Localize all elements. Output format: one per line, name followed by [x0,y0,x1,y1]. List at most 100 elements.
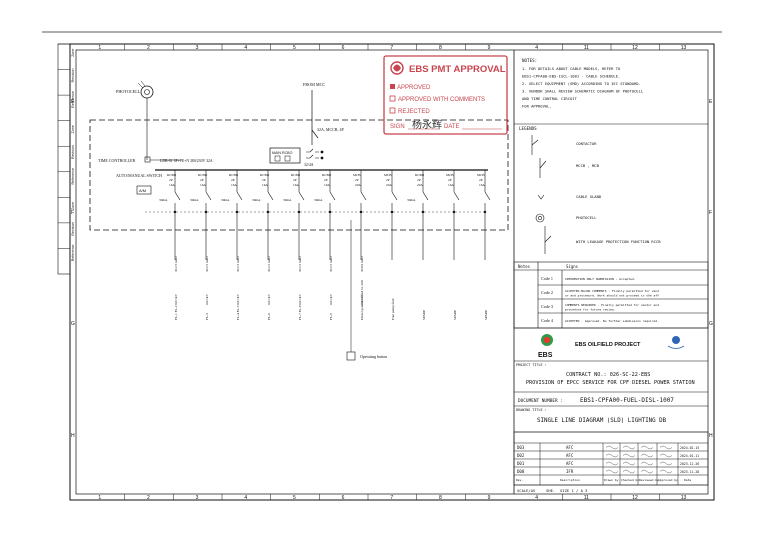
revision-number: D02 [517,453,525,458]
revision-strip-label: Reference [71,91,75,108]
code-description: COMMENTS REQUIRED - Finally permitted fo… [565,303,659,307]
revision-strip: ZoneRevisionReferenceZoneRevisionReferen… [57,43,75,275]
breaker-rating: 16A [448,183,454,187]
operating-button-label: Operating button [360,354,387,359]
breaker-rating: 16A [293,183,299,187]
revision-number: D00 [517,469,525,474]
breaker-rcd: 30mA [252,198,261,202]
breaker-poles: 2P [448,178,452,182]
contactor-spec: LDB-01 3P+PE+N 380/230V 32A [160,159,213,163]
sheet-size: SIZE 1 / A 3 [560,488,587,493]
auto-manual-label: AUTO/MANUAL SWITCH [116,173,162,178]
note-line: 1. FOR DETAILS ABOUT CABLE MODELS, REFER… [522,66,621,71]
col-number-top: 1 [98,45,101,51]
breaker-rating: 16A [200,183,206,187]
cable-size: 3C2.5 mm2 [236,256,240,272]
revision-header-cell: Date [684,478,691,482]
code-description: INFORMATION ONLY SUBMISSION - Accepted. [565,277,636,281]
revision-header-cell: Description [560,478,580,482]
col-number-top: 11 [584,45,589,51]
breaker-type: RCBO [260,173,270,177]
note-line: FOR APPROVAL. [522,104,552,109]
breaker-rating: 20A [386,183,392,187]
legend-item: WITH LEAKAGE PROTECTION FUNCTION RCCB [576,239,661,244]
scale-label: SCALE/AS [517,488,536,493]
svg-text:DOCUMENT NUMBER :: DOCUMENT NUMBER : [518,398,563,404]
provision-text: PROVISION OF EPCC SERVICE FOR CPF DIESEL… [526,380,695,386]
source-label: FROM MCC [303,82,325,87]
col-number-top: 4 [244,45,247,51]
cable-size: 3C2.5 mm2 [298,256,302,272]
circuit-name: FL-3 [205,313,209,320]
revision-description: IFR [566,469,574,474]
revision-strip-label: Revision [71,145,75,159]
circuit-name: SPARE [453,310,457,320]
am-box: A/M [139,188,146,193]
ebs-logo: EBS [538,334,553,359]
col-number-top: 13 [681,45,687,51]
outer-frame [69,43,715,501]
col-number-bottom: 4 [535,495,538,501]
revision-strip-label: Zone [71,202,75,210]
col-number-top: 6 [342,45,345,51]
breaker-poles: 2P [355,178,359,182]
code-label: Code 4 [541,318,554,323]
row-letter-right: H [709,433,713,439]
col-number-top: 3 [196,45,199,51]
svg-text:NOTES:: NOTES: [522,58,537,63]
col-number-bottom: 9 [488,495,491,501]
circuit-name: SPARE [484,310,488,320]
note-line: 3. VENDOR SHALL REVIEW SCHEMATIC DIAGRAM… [522,89,644,94]
breaker-rating: 20A [355,183,361,187]
breaker-rcd: 30mA [221,198,230,202]
revision-header-cell: Rev. [516,478,523,482]
cable-type: 0.6/1kV [298,293,302,305]
sheet-label: SHE. [546,488,555,493]
legend-symbols [531,135,552,254]
breaker-rcd: 30mA [159,198,168,202]
col-number-bottom: 11 [584,495,589,501]
col-number-top: 12 [632,45,638,51]
row-letter-left: H [71,433,75,439]
col-number-top: 2 [147,45,150,51]
col-number-bottom: 7 [390,495,393,501]
code-label: Code 1 [541,276,553,281]
breaker-rcd: 30mA [283,198,292,202]
drawing-title: SINGLE LINE DIAGRAM (SLD) LIGHTING DB [537,418,667,424]
breaker-rating: 16A [479,183,485,187]
breaker-poles: 2P [169,178,173,182]
cable-size: 3C2.5 mm2 [329,256,333,272]
stamp-date: DATE [444,124,460,130]
document-number: EBS1-CPFA00-FUEL-DISL-1007 [580,397,674,404]
photocell-label: PHOTOCELL [116,89,141,94]
revision-date: 2023-11-28 [680,470,699,474]
revision-date: 2024-02-15 [680,446,699,450]
revision-description: AFC [566,445,574,450]
codes-header-notes: Notes [518,264,531,269]
circuit-name: Diesel generator feed S1-200 [360,280,364,320]
cable-type: 0.6/1kV [329,293,333,305]
cable-type: 0.6/1kV [236,293,240,305]
title-block: EBS EBS OILFIELD PROJECT PROJECT TITLE :… [514,327,708,433]
circuit-name: FL-1 FL-2 [174,305,178,320]
col-number-bottom: 3 [196,495,199,501]
revision-number: D03 [517,445,525,450]
svg-text:DRAWING TITLE :: DRAWING TITLE : [516,408,547,412]
legend-heading: LEGENDS [519,126,537,131]
cable-type: 0.6/1kV [267,293,271,305]
breaker-type: RCBO [322,173,332,177]
revision-header-cell: Reviewed by [639,478,659,482]
breaker-type: MCB [446,173,454,177]
col-number-bottom: 12 [632,495,638,501]
stamp-title: EBS PMT APPROVAL [409,64,506,75]
revision-strip-label: Revision [71,69,75,83]
circuit-name: SPARE [422,310,426,320]
svg-text:32/4A: 32/4A [304,163,314,167]
col-number-bottom: 4 [244,495,247,501]
row-letter-right: E [709,99,713,105]
single-line-diagram: PHOTOCELL FROM MCC 32A, MCCB, 4P MAIN RC… [89,80,509,361]
